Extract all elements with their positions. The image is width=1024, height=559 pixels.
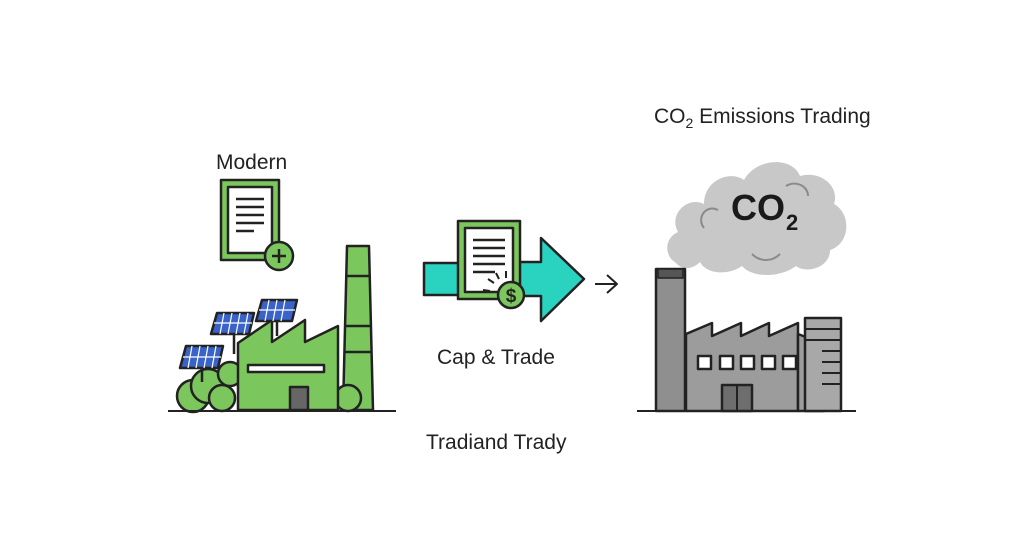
- emissions-trading-title: CO2 Emissions Trading: [654, 105, 871, 130]
- title-prefix: CO: [654, 105, 686, 128]
- co2-cloud-icon: [667, 162, 847, 275]
- dollar-coin-icon: $: [482, 271, 526, 310]
- title-suffix: Emissions Trading: [693, 105, 871, 128]
- solar-panel-icon: [254, 298, 299, 336]
- teal-arrow-tail: [422, 261, 464, 297]
- gray-side-tower: [803, 316, 843, 413]
- teal-arrow-head: [513, 236, 586, 323]
- solar-panel-icon: [209, 311, 256, 354]
- gray-chimney: [654, 267, 687, 413]
- gray-factory-building: [684, 321, 826, 413]
- cloud-co2-text: CO: [731, 187, 785, 228]
- svg-text:$: $: [506, 286, 517, 307]
- cloud-co2-label: CO2: [731, 187, 798, 234]
- plus-badge-icon: [263, 240, 295, 272]
- title-subscript: 2: [685, 115, 694, 131]
- modern-factory-group: [168, 178, 396, 414]
- tradiand-trady-label: Tradiand Trady: [426, 431, 567, 454]
- green-factory-building: [236, 318, 340, 412]
- cloud-co2-subscript: 2: [786, 210, 799, 235]
- solar-panel-icon: [178, 344, 225, 382]
- modern-label: Modern: [216, 151, 288, 174]
- permit-document-icon: [219, 178, 281, 262]
- cap-trade-label: Cap & Trade: [437, 346, 555, 369]
- traditional-factory-group: [637, 162, 856, 413]
- cap-trade-group: $: [422, 219, 618, 323]
- bush-icon: [175, 360, 363, 414]
- arrow-right-icon: [595, 274, 618, 294]
